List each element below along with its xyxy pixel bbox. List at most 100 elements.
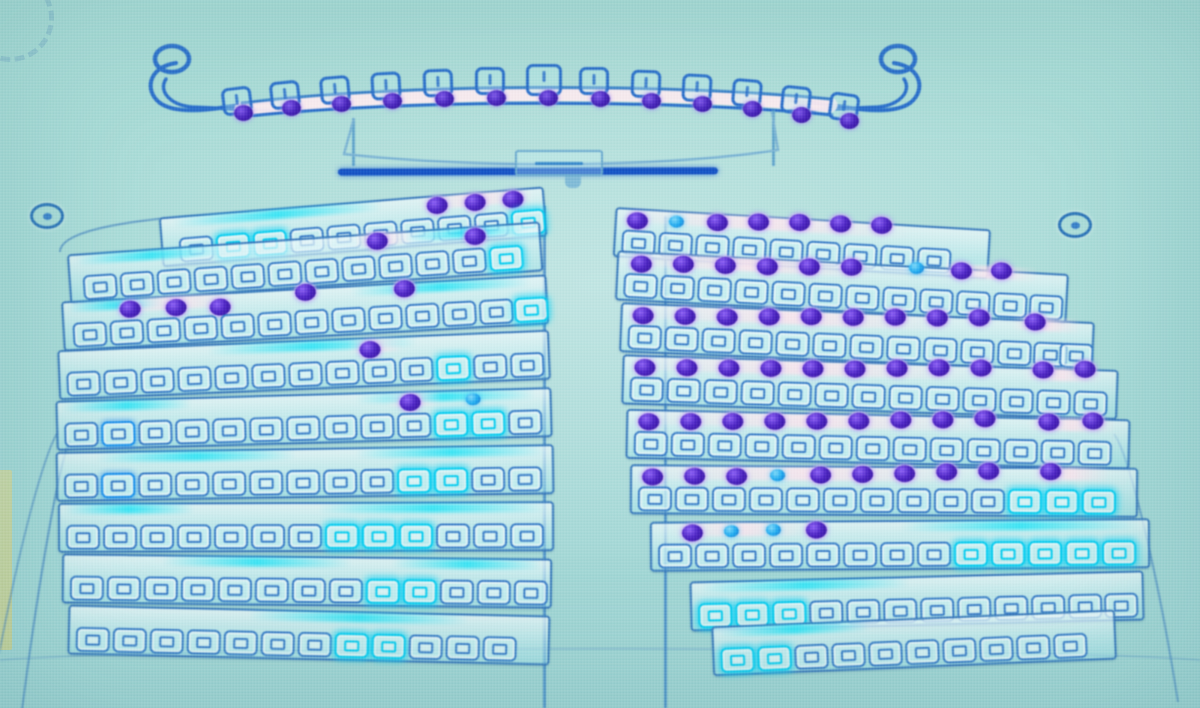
presidium-occupancy-dot[interactable]: [435, 91, 454, 107]
seat[interactable]: [757, 645, 793, 672]
seat[interactable]: [365, 578, 401, 604]
seat[interactable]: [711, 486, 747, 513]
seat[interactable]: [248, 470, 284, 496]
seat[interactable]: [149, 628, 185, 655]
seat[interactable]: [64, 421, 99, 448]
seat[interactable]: [507, 466, 543, 492]
seat[interactable]: [69, 575, 105, 601]
seat[interactable]: [962, 386, 997, 414]
seat[interactable]: [138, 419, 173, 446]
seat[interactable]: [738, 329, 774, 356]
seat[interactable]: [694, 543, 730, 569]
seat[interactable]: [831, 641, 867, 669]
seat[interactable]: [966, 437, 1001, 464]
seat[interactable]: [476, 579, 511, 606]
seat[interactable]: [359, 413, 395, 440]
seat[interactable]: [1081, 489, 1117, 515]
seat[interactable]: [657, 543, 693, 569]
seat[interactable]: [781, 434, 817, 460]
seat-selected-dot[interactable]: [765, 523, 781, 536]
seat[interactable]: [879, 541, 915, 568]
seat[interactable]: [102, 524, 138, 550]
seat[interactable]: [740, 380, 776, 407]
table-row[interactable]: [55, 444, 555, 502]
seat[interactable]: [999, 388, 1034, 415]
seat[interactable]: [103, 368, 139, 396]
seat-occupied-dot[interactable]: [852, 465, 874, 483]
seat[interactable]: [297, 631, 333, 658]
seat[interactable]: [637, 486, 673, 512]
seat[interactable]: [768, 542, 804, 568]
seat[interactable]: [770, 280, 807, 308]
seat[interactable]: [414, 249, 451, 278]
seat[interactable]: [777, 381, 813, 408]
seat[interactable]: [212, 417, 247, 444]
seat[interactable]: [664, 326, 700, 353]
seat[interactable]: [257, 310, 293, 338]
seat[interactable]: [176, 524, 212, 550]
presidium-occupancy-dot[interactable]: [792, 107, 811, 123]
seat[interactable]: [478, 298, 515, 326]
table-row[interactable]: [625, 408, 1131, 470]
seat[interactable]: [670, 431, 706, 458]
seat[interactable]: [805, 542, 841, 568]
presidium-occupancy-dot[interactable]: [282, 100, 301, 116]
seat[interactable]: [433, 411, 469, 438]
seat[interactable]: [175, 471, 210, 498]
seat[interactable]: [807, 282, 844, 310]
seat[interactable]: [785, 487, 821, 513]
seat[interactable]: [1007, 488, 1043, 515]
left-reference-marker-icon[interactable]: [30, 203, 64, 229]
seat[interactable]: [72, 320, 108, 348]
table-row[interactable]: [649, 518, 1151, 572]
table-row[interactable]: [621, 354, 1119, 420]
seat[interactable]: [138, 472, 173, 498]
seat[interactable]: [633, 430, 669, 457]
seat[interactable]: [293, 308, 330, 336]
seat[interactable]: [211, 470, 247, 497]
seat[interactable]: [193, 265, 229, 293]
seat[interactable]: [1077, 440, 1112, 466]
seat[interactable]: [186, 629, 222, 656]
seat[interactable]: [472, 353, 508, 380]
seat[interactable]: [470, 466, 506, 493]
seat[interactable]: [260, 630, 296, 657]
seat[interactable]: [139, 524, 175, 550]
seat[interactable]: [64, 473, 99, 499]
seat[interactable]: [696, 276, 733, 304]
seat[interactable]: [842, 542, 878, 568]
presidium-occupancy-dot[interactable]: [743, 101, 762, 117]
seat[interactable]: [175, 418, 210, 445]
seat[interactable]: [322, 414, 358, 441]
seat[interactable]: [623, 272, 659, 300]
seat[interactable]: [328, 578, 364, 604]
seat[interactable]: [445, 635, 480, 661]
seat[interactable]: [472, 523, 508, 549]
seat[interactable]: [250, 524, 286, 550]
seat[interactable]: [112, 627, 148, 654]
seat[interactable]: [627, 324, 663, 351]
seat[interactable]: [513, 296, 549, 324]
seat[interactable]: [322, 469, 358, 495]
seat[interactable]: [101, 472, 136, 499]
seat[interactable]: [156, 267, 192, 296]
table-row[interactable]: [57, 501, 555, 553]
seat[interactable]: [75, 626, 111, 653]
seat[interactable]: [703, 378, 739, 405]
seat[interactable]: [488, 244, 525, 272]
seat[interactable]: [119, 270, 156, 298]
seat[interactable]: [748, 487, 784, 513]
seat[interactable]: [396, 467, 432, 494]
seat[interactable]: [251, 362, 287, 390]
seat[interactable]: [1003, 438, 1038, 465]
seat[interactable]: [285, 469, 321, 496]
seat[interactable]: [146, 316, 182, 344]
seat[interactable]: [896, 488, 932, 514]
seat[interactable]: [398, 356, 434, 383]
seat[interactable]: [509, 523, 545, 549]
seat-selected-dot[interactable]: [770, 469, 786, 482]
seat[interactable]: [82, 273, 119, 301]
seat[interactable]: [140, 367, 176, 394]
seat[interactable]: [953, 541, 989, 567]
seat-occupied-dot[interactable]: [684, 467, 706, 485]
